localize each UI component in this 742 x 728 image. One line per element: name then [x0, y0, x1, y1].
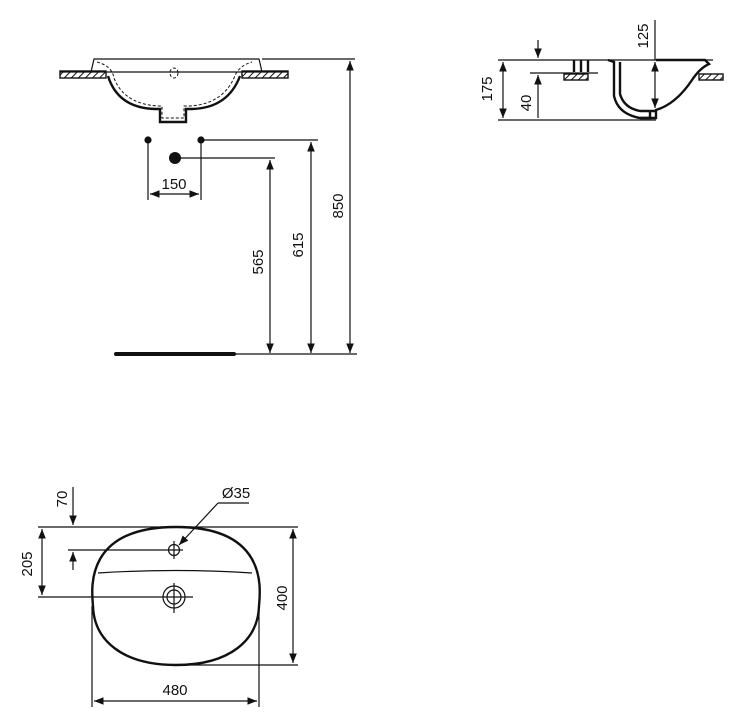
dim-supply-height: 615: [290, 232, 307, 257]
basin-bowl: [106, 75, 242, 124]
countertop-left: [59, 70, 107, 79]
dim-rim-height: 850: [330, 193, 347, 218]
side-view: 175 40 125: [479, 20, 724, 121]
dim-waste-offset: 205: [19, 551, 36, 576]
side-countertop-right: [698, 73, 724, 81]
dim-width: 480: [162, 682, 187, 699]
top-view: Ø35 70 205 400 480: [19, 485, 298, 707]
basin-outline-top: [91, 525, 261, 667]
front-view: 150 565 615 850: [59, 58, 357, 356]
side-rim-block: [572, 60, 590, 72]
dim-waste-height: 565: [250, 249, 267, 274]
dim-tap-spacing: 150: [161, 176, 186, 193]
dim-total-depth: 175: [479, 76, 496, 101]
dim-bowl-depth: 125: [635, 23, 652, 48]
dim-rim-to-counter: 40: [518, 95, 535, 112]
side-overflow-channel: [607, 58, 652, 120]
overflow-edge: [97, 569, 253, 574]
dim-tap-hole-offset: 70: [54, 491, 71, 508]
side-bowl: [640, 58, 712, 120]
basin-rim: [90, 58, 263, 73]
dim-depth: 400: [274, 585, 291, 610]
side-countertop-left: [563, 73, 589, 81]
countertop-right: [241, 70, 289, 79]
dim-tap-hole-diameter: Ø35: [222, 485, 250, 502]
